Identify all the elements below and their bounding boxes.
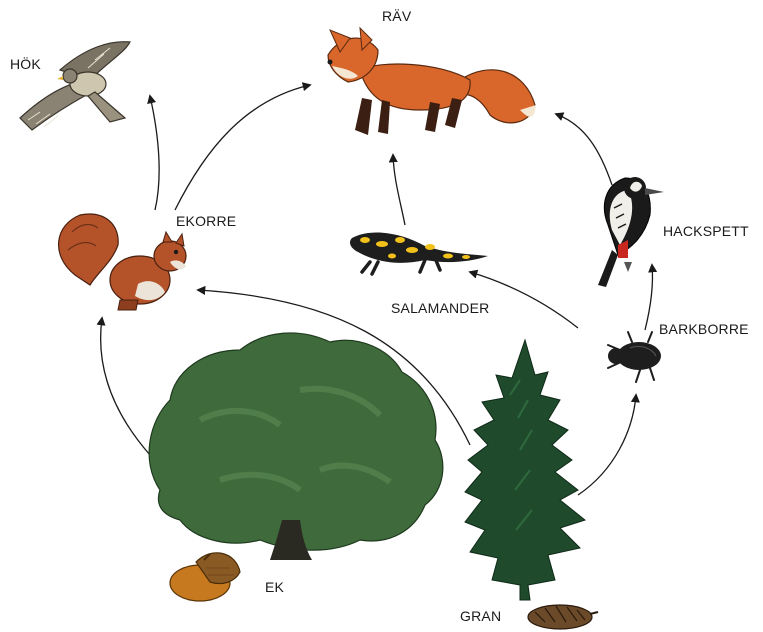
label-ekorre: EKORRE	[176, 213, 236, 229]
woodpecker-illustration	[598, 177, 664, 287]
spruce-tree-illustration	[465, 340, 585, 600]
bark-beetle-illustration	[608, 332, 661, 382]
oak-tree-illustration	[149, 333, 443, 560]
arrow-ekorre-to-hok	[150, 96, 159, 210]
arrow-hackspett-to-rav	[556, 114, 612, 185]
arrow-barkborre-to-hackspett	[645, 265, 653, 330]
salamander-illustration	[350, 232, 488, 274]
pine-cone-illustration	[528, 605, 598, 629]
label-gran: GRAN	[460, 608, 501, 624]
arrow-gran-to-barkborre	[578, 395, 636, 495]
label-ek: EK	[265, 579, 285, 595]
arrow-salamander-to-rav	[393, 155, 405, 225]
label-hackspett: HACKSPETT	[663, 223, 749, 239]
label-hok: HÖK	[10, 55, 41, 72]
acorn-illustration	[170, 553, 240, 601]
squirrel-illustration	[59, 214, 186, 310]
fox-illustration	[328, 28, 537, 135]
hawk-illustration	[20, 42, 130, 130]
arrow-ekorre-to-rav	[175, 85, 310, 210]
arrow-ek-to-ekorre	[101, 318, 150, 455]
label-salamander: SALAMANDER	[391, 300, 489, 316]
label-barkborre: BARKBORRE	[659, 321, 749, 337]
label-rav: RÄV	[382, 8, 412, 24]
